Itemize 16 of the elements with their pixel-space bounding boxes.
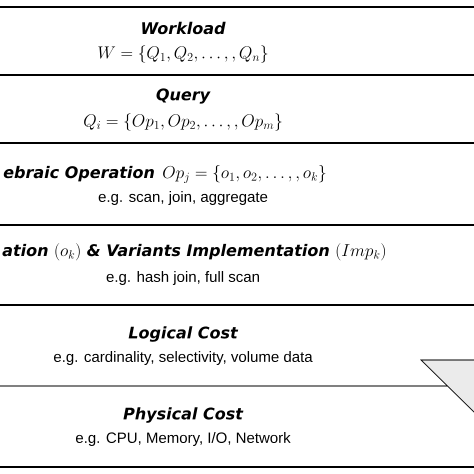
formula: $(Imp_k)$	[336, 243, 385, 260]
heading: Logical Cost	[128, 326, 238, 342]
formula: $W = \{Q_1, Q_2, \dots, , Q_n\}$	[98, 45, 268, 63]
formula: $Q_i = \{Op_1, Op_2, \dots, , Op_m\}$	[84, 113, 282, 131]
formula: $Op_j = \{o_1, o_2, \dots, , o_k\}$	[163, 165, 326, 184]
heading: ebraic Operation	[4, 166, 154, 182]
heading: Physical Cost	[123, 407, 244, 423]
heading: Workload	[142, 22, 226, 34]
heading: Query	[156, 88, 211, 104]
example-text: e.g. cardinality, selectivity, volume data	[54, 351, 313, 365]
example-text: e.g. CPU, Memory, I/O, Network	[76, 432, 291, 446]
example-text: e.g. hash join, full scan	[106, 271, 259, 285]
example-text: e.g. scan, join, aggregate	[98, 191, 268, 205]
heading: ation	[2, 244, 48, 256]
heading: & Variants Implementation	[87, 244, 329, 260]
formula: $(o_k)$	[55, 243, 80, 260]
